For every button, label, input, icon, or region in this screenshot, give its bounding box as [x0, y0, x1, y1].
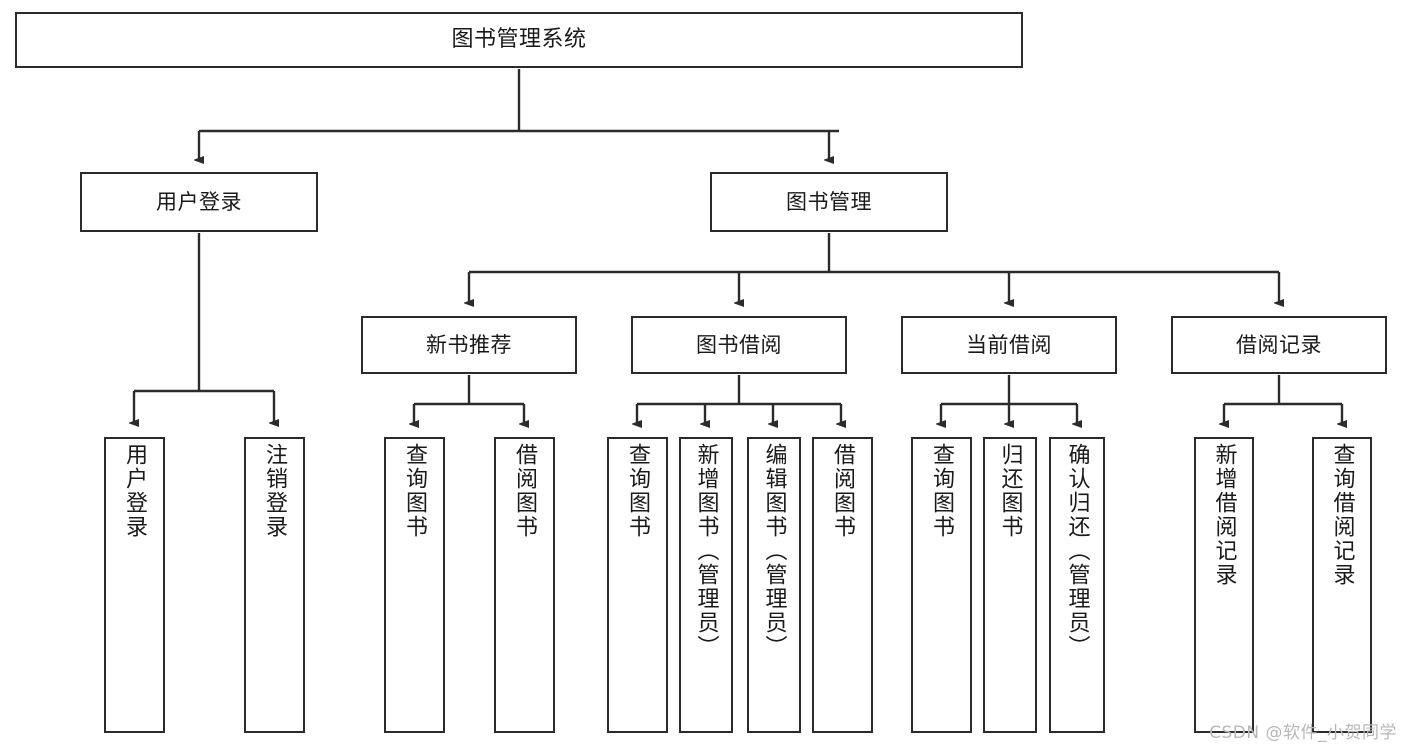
leaf-query-book-current[interactable]: 查询图书 — [911, 437, 972, 733]
node-label: 新增图书（管理员） — [693, 443, 719, 659]
node-root-system[interactable]: 图书管理系统 — [15, 12, 1023, 68]
node-new-book-recommend[interactable]: 新书推荐 — [361, 316, 577, 374]
node-label: 用户登录 — [156, 189, 242, 214]
leaf-query-book-borrow[interactable]: 查询图书 — [607, 437, 668, 733]
node-label: 新增借阅记录 — [1211, 443, 1237, 587]
node-label: 确认归还（管理员） — [1064, 443, 1090, 659]
node-label: 查询借阅记录 — [1329, 443, 1355, 587]
leaf-borrow-book-recommend[interactable]: 借阅图书 — [494, 437, 555, 733]
node-label: 注销登录 — [262, 443, 288, 539]
node-borrow-record[interactable]: 借阅记录 — [1171, 316, 1387, 374]
node-current-borrow[interactable]: 当前借阅 — [901, 316, 1117, 374]
node-label: 新书推荐 — [426, 332, 512, 357]
node-label: 用户登录 — [122, 443, 148, 539]
node-label: 借阅记录 — [1236, 332, 1322, 357]
node-user-login[interactable]: 用户登录 — [80, 172, 318, 232]
watermark: CSDN @软件_小贺同学 — [1209, 723, 1397, 743]
leaf-add-borrow-record[interactable]: 新增借阅记录 — [1194, 437, 1254, 733]
node-label: 查询图书 — [929, 443, 955, 539]
leaf-add-book-admin[interactable]: 新增图书（管理员） — [679, 437, 733, 733]
node-book-management[interactable]: 图书管理 — [710, 172, 948, 232]
node-label: 图书管理系统 — [451, 27, 587, 53]
leaf-query-borrow-record[interactable]: 查询借阅记录 — [1312, 437, 1372, 733]
node-label: 图书借阅 — [696, 332, 782, 357]
node-label: 当前借阅 — [966, 332, 1052, 357]
node-label: 归还图书 — [997, 443, 1023, 539]
node-label: 查询图书 — [625, 443, 651, 539]
leaf-borrow-book[interactable]: 借阅图书 — [812, 437, 873, 733]
leaf-confirm-return-admin[interactable]: 确认归还（管理员） — [1049, 437, 1105, 733]
leaf-query-book-recommend[interactable]: 查询图书 — [384, 437, 445, 733]
leaf-user-login[interactable]: 用户登录 — [104, 437, 165, 733]
leaf-logout[interactable]: 注销登录 — [244, 437, 305, 733]
leaf-edit-book-admin[interactable]: 编辑图书（管理员） — [747, 437, 801, 733]
node-label: 借阅图书 — [512, 443, 538, 539]
node-label: 借阅图书 — [830, 443, 856, 539]
node-label: 编辑图书（管理员） — [761, 443, 787, 659]
node-label: 图书管理 — [786, 189, 872, 214]
leaf-return-book[interactable]: 归还图书 — [983, 437, 1037, 733]
node-book-borrow[interactable]: 图书借阅 — [631, 316, 847, 374]
node-label: 查询图书 — [402, 443, 428, 539]
